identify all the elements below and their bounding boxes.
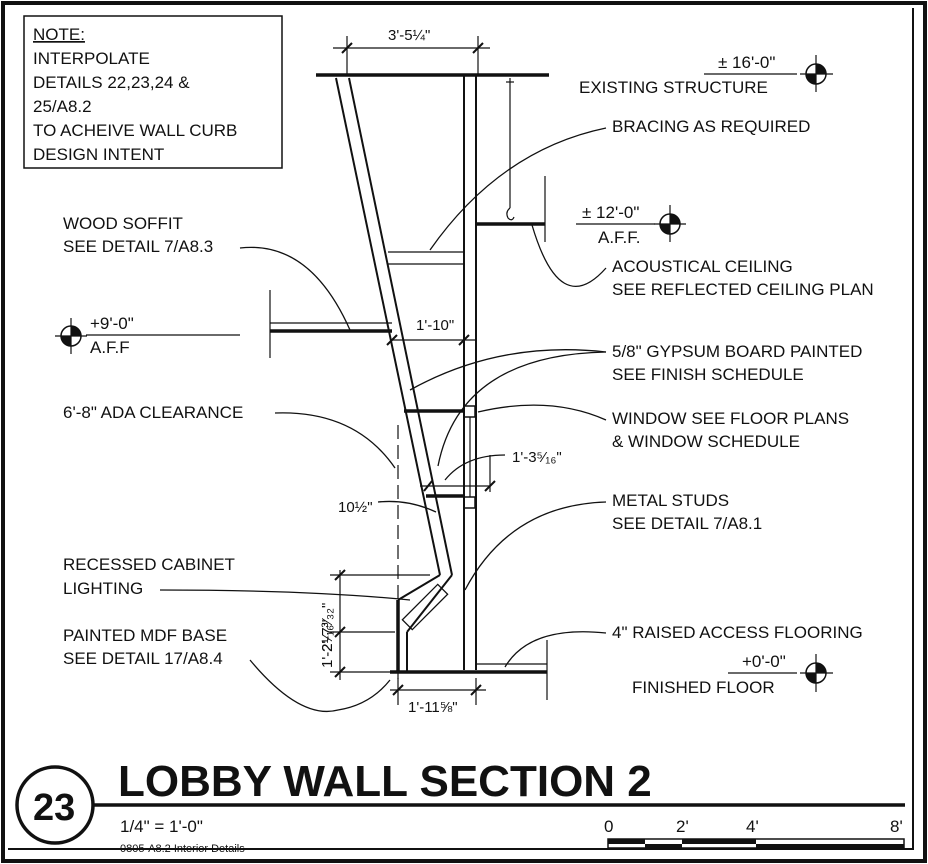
vertical-dimensions: 2'-7³⁄₃₂" 1'-2¹⁄₁₆" xyxy=(319,569,430,680)
callout-acoustical-1: ACOUSTICAL CEILING xyxy=(612,257,793,276)
note-line: DETAILS 22,23,24 & xyxy=(33,73,190,92)
dim-vertical-lower: 1'-2¹⁄₁₆" xyxy=(319,620,336,668)
dim-top-width: 3'-5¼" xyxy=(388,27,430,44)
elev-existing-label: EXISTING STRUCTURE xyxy=(579,78,768,97)
recessed-cabinet xyxy=(396,574,453,672)
elevation-ceiling: ± 12'-0" A.F.F. xyxy=(576,203,686,247)
note-heading: NOTE: xyxy=(33,25,85,44)
leader-gypsum-b xyxy=(437,351,607,467)
scale-bar-label: 8' xyxy=(890,817,903,836)
dim-soffit-depth: 1'-10" xyxy=(416,317,454,334)
callout-flooring: 4" RAISED ACCESS FLOORING xyxy=(612,623,863,642)
sheet-reference: 0805-A8.2 Interior Details xyxy=(120,843,245,855)
window-sill xyxy=(404,405,476,509)
elev-ceiling-label: A.F.F. xyxy=(598,228,641,247)
raised-floor xyxy=(390,640,548,700)
dim-ten-half: 10½" xyxy=(338,499,373,516)
callout-mdf-1: PAINTED MDF BASE xyxy=(63,626,227,645)
elev-ceiling-value: ± 12'-0" xyxy=(582,203,639,222)
scale-bar: 0 2' 4' 8' xyxy=(604,817,905,849)
callout-studs-2: SEE DETAIL 7/A8.1 xyxy=(612,514,762,533)
elevation-floor: +0'-0" FINISHED FLOOR xyxy=(632,652,833,697)
callout-cabinet-1: RECESSED CABINET xyxy=(63,555,235,574)
bracing xyxy=(388,251,464,265)
callout-bracing: BRACING AS REQUIRED xyxy=(612,117,810,136)
callout-mdf-2: SEE DETAIL 17/A8.4 xyxy=(63,649,223,668)
title-block: 23 LOBBY WALL SECTION 2 1/4" = 1'-0" 080… xyxy=(15,757,905,855)
note-line: INTERPOLATE xyxy=(33,49,150,68)
note-line: 25/A8.2 xyxy=(33,97,92,116)
leader-studs xyxy=(464,501,607,591)
base-width-dimension: 1'-11⅝" xyxy=(390,678,486,716)
scale-bar-label: 2' xyxy=(676,817,689,836)
callout-gypsum-2: SEE FINISH SCHEDULE xyxy=(612,365,804,384)
elevation-existing-structure: ± 16'-0" EXISTING STRUCTURE xyxy=(579,53,833,97)
callout-studs-1: METAL STUDS xyxy=(612,491,729,510)
leader-flooring xyxy=(504,631,607,668)
leader-soffit xyxy=(239,246,351,331)
note-line: DESIGN INTENT xyxy=(33,145,164,164)
elev-existing-value: ± 16'-0" xyxy=(718,53,775,72)
acoustical-ceiling xyxy=(476,176,546,242)
elev-floor-label: FINISHED FLOOR xyxy=(632,678,775,697)
elevation-soffit: +9'-0" A.F.F xyxy=(55,314,240,357)
wood-soffit xyxy=(269,290,392,358)
note-box: NOTE: INTERPOLATE DETAILS 22,23,24 & 25/… xyxy=(23,15,283,169)
detail-number: 23 xyxy=(33,787,75,829)
callout-soffit-1: WOOD SOFFIT xyxy=(63,214,183,233)
scale-bar-label: 4' xyxy=(746,817,759,836)
leader-ada xyxy=(274,412,396,469)
leader-cabinet xyxy=(159,589,411,601)
callout-gypsum-1: 5/8" GYPSUM BOARD PAINTED xyxy=(612,342,862,361)
elev-floor-value: +0'-0" xyxy=(742,652,786,671)
callout-soffit-2: SEE DETAIL 7/A8.3 xyxy=(63,237,213,256)
window-offset-dimension: 1'-3⁵⁄₁₆" xyxy=(420,449,562,492)
callout-window-2: & WINDOW SCHEDULE xyxy=(612,432,800,451)
dim-vertical-upper: 2'-7³⁄₃₂" xyxy=(319,603,336,652)
leader-window xyxy=(477,404,607,421)
dim-window-offset: 1'-3⁵⁄₁₆" xyxy=(512,449,562,466)
detail-scale: 1/4" = 1'-0" xyxy=(120,817,203,836)
leader-mdf xyxy=(249,659,391,712)
callout-acoustical-2: SEE REFLECTED CEILING PLAN xyxy=(612,280,874,299)
elev-soffit-label: A.F.F xyxy=(90,338,130,357)
ten-half-dimension: 10½" xyxy=(338,499,437,516)
dim-base-width: 1'-11⅝" xyxy=(408,699,458,716)
sloped-wall xyxy=(335,77,453,576)
callout-window-1: WINDOW SEE FLOOR PLANS xyxy=(612,409,849,428)
leader-gypsum-a xyxy=(409,349,607,391)
detail-title: LOBBY WALL SECTION 2 xyxy=(118,757,652,806)
leader-bracing xyxy=(429,127,607,251)
soffit-depth-dimension: 1'-10" xyxy=(386,317,476,346)
elev-soffit-value: +9'-0" xyxy=(90,314,134,333)
callout-cabinet-2: LIGHTING xyxy=(63,579,143,598)
callout-ada: 6'-8" ADA CLEARANCE xyxy=(63,403,243,422)
hanger-wire xyxy=(506,78,515,221)
leader-acoustical xyxy=(531,224,607,287)
top-dimension: 3'-5¼" xyxy=(333,27,490,74)
scale-bar-label: 0 xyxy=(604,817,613,836)
note-line: TO ACHEIVE WALL CURB xyxy=(33,121,237,140)
